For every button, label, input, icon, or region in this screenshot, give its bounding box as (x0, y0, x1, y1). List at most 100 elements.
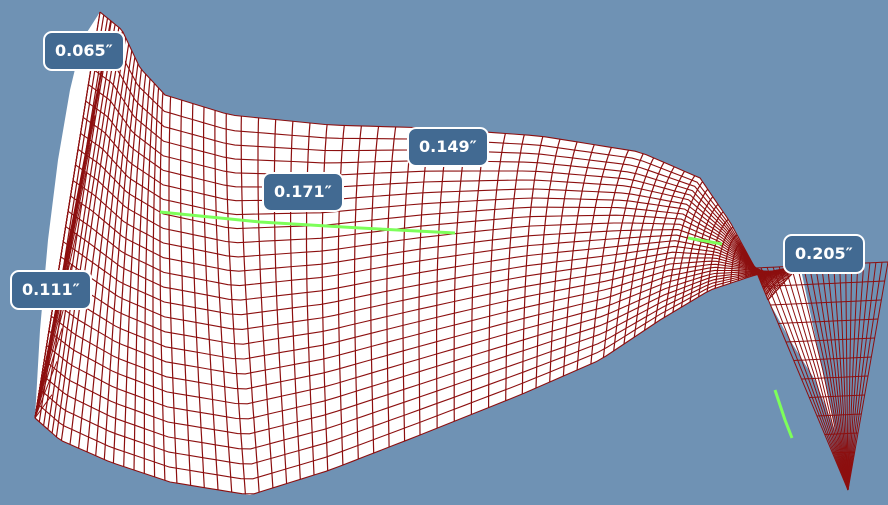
mesh-line-u (51, 24, 116, 434)
mesh-line-wing (784, 266, 849, 491)
mesh-line-u (168, 96, 178, 484)
mesh-line-u (159, 92, 166, 481)
mesh-line-u (152, 88, 160, 477)
mesh-line-u (290, 121, 301, 480)
mesh-line-v (85, 100, 776, 293)
mesh-line-wing-arc (762, 280, 885, 287)
mesh-line-v (34, 264, 801, 495)
mesh-line-u (321, 124, 329, 471)
mesh-line-u (505, 134, 525, 401)
mesh-line-wing (790, 266, 849, 491)
mesh-line-u (535, 139, 561, 389)
mesh-line-u (47, 21, 112, 430)
mesh-line-wing-arc (770, 299, 882, 306)
mesh-line-v (60, 251, 788, 330)
mesh-line-u (337, 125, 345, 466)
green-edge-middle (159, 210, 456, 235)
surface-mesh (34, 11, 888, 495)
mesh-line-u (305, 122, 315, 476)
highlighted-edges (159, 210, 794, 439)
mesh-line-u (521, 136, 544, 395)
mesh-line-u (257, 117, 274, 488)
mesh-line-u (549, 141, 578, 383)
mesh-line-wing (833, 264, 849, 491)
mesh-line-v (48, 269, 794, 405)
mesh-line-wing-arc (840, 470, 852, 472)
mesh-line-v (80, 132, 778, 290)
mesh-line-wing (778, 266, 849, 491)
mesh-line-u (203, 106, 219, 490)
mesh-line-wing-arc (801, 375, 869, 380)
mesh-line-u (55, 27, 120, 437)
mesh-line-u (576, 147, 612, 371)
mesh-line-v (72, 180, 782, 286)
mesh-line-wing (815, 265, 849, 491)
mesh-line-wing (847, 262, 883, 491)
mesh-line-u (214, 110, 233, 493)
mesh-line-wing-arc (793, 356, 872, 361)
mesh-line-wing (802, 265, 849, 491)
mesh-line-v (82, 116, 777, 292)
mesh-line-wing (845, 263, 849, 491)
mesh-line-u (143, 83, 155, 474)
surface-fill (35, 12, 848, 495)
thickness-callout-upper-middle: 0.149″ (407, 127, 489, 167)
mesh-line-wing (796, 265, 849, 491)
mesh-line-u (370, 126, 380, 454)
mesh-line-v (53, 263, 791, 375)
mesh-line-wing (772, 267, 849, 491)
mesh-line-u (112, 69, 142, 464)
mesh-line-u (123, 74, 147, 467)
mesh-line-u (354, 125, 362, 460)
mesh-line-v (50, 266, 793, 390)
mesh-line-u (180, 100, 192, 486)
mesh-line-v (88, 84, 775, 295)
mesh-line-v (39, 266, 798, 465)
mesh-line-v (75, 164, 781, 288)
mesh-line-wing-arc (809, 394, 865, 398)
mesh-line-u (86, 50, 133, 452)
mesh-line-wing (808, 265, 849, 491)
mesh-line-v (58, 257, 789, 345)
mesh-line-wing (839, 264, 849, 491)
mesh-line-wing (766, 267, 849, 491)
mesh-line-wing-arc (778, 318, 879, 324)
mesh-line-wing (847, 263, 865, 491)
mesh-line-v (43, 269, 796, 435)
mesh-line-wing-arc (816, 413, 862, 417)
mesh-line-u (133, 78, 151, 471)
mesh-line-wing (821, 264, 849, 491)
mesh-line-wing (847, 262, 877, 491)
mesh-line-u (60, 30, 124, 441)
mesh-line-u (488, 133, 506, 408)
mesh-line-wing (847, 262, 871, 491)
mesh-line-u (69, 37, 127, 445)
mesh-line-wing (827, 264, 849, 491)
mesh-line-v (62, 241, 787, 316)
mesh-line-u (225, 113, 246, 495)
mesh-line-u (103, 63, 139, 460)
mesh-line-wing (847, 263, 853, 491)
thickness-callout-right-edge: 0.205″ (783, 234, 865, 274)
thickness-callout-inner-middle: 0.171″ (262, 172, 344, 212)
mesh-line-v (36, 265, 799, 480)
mesh-line-u (386, 126, 397, 448)
mesh-line-u (95, 57, 136, 456)
mesh-line-v (77, 148, 780, 289)
mesh-line-wing-arc (785, 337, 875, 343)
green-edge-lower-right (773, 389, 794, 439)
mesh-line-flap (34, 417, 48, 429)
thickness-callout-left-edge: 0.111″ (10, 270, 92, 310)
mesh-line-v (55, 260, 790, 360)
thickness-callout-tip: 0.065″ (43, 31, 125, 71)
mesh-line-v (46, 270, 795, 420)
mesh-line-u (191, 103, 205, 488)
mesh-line-wing (847, 263, 859, 491)
mesh-line-v (65, 226, 786, 301)
green-edge-right (687, 236, 723, 246)
mesh-line-v (67, 210, 784, 287)
mesh-line-v (41, 268, 797, 450)
mesh-line-u (240, 116, 260, 493)
mesh-line-u (78, 43, 130, 449)
